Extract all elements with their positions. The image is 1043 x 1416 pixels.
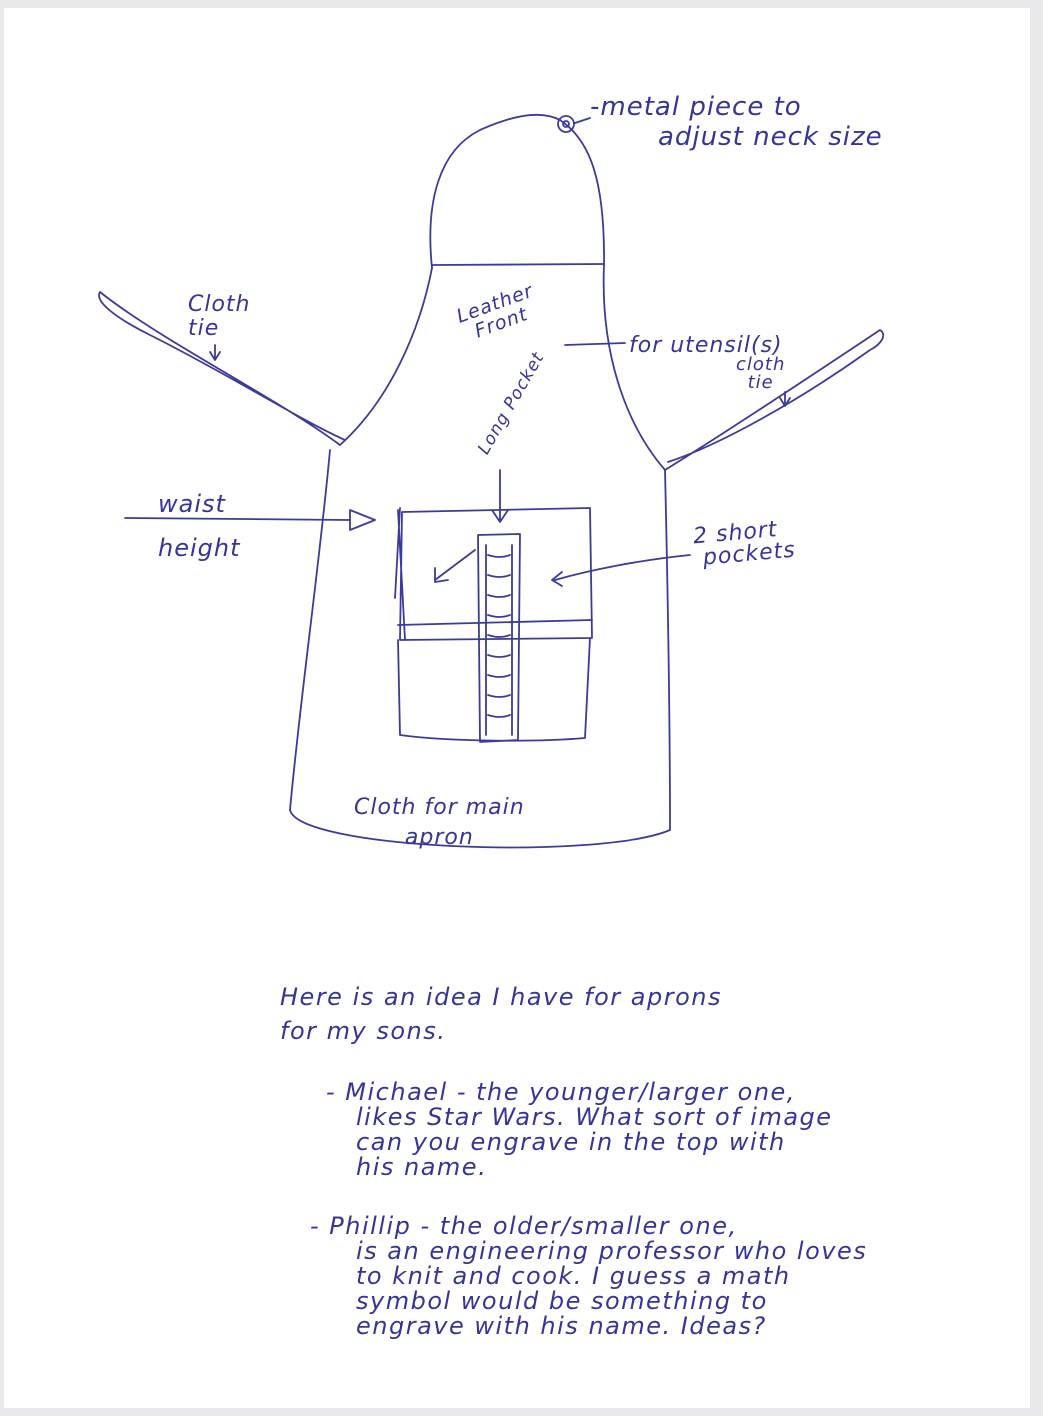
right-tie <box>664 329 885 471</box>
apron-right-side <box>664 469 671 831</box>
apron-left-side <box>289 449 331 811</box>
long-pocket <box>477 533 521 743</box>
apron-drawing <box>98 113 885 849</box>
left-tie <box>98 291 346 446</box>
label-metal-piece: -metal piece to adjust neck size <box>590 92 883 152</box>
label-for-utensils: for utensil(s) <box>629 333 783 358</box>
bib-right-side <box>602 264 666 471</box>
neck-strap <box>429 113 605 269</box>
metal-ring-icon <box>557 115 575 133</box>
short-pockets <box>394 507 593 641</box>
note-michael: - Michael - the younger/larger one, like… <box>326 1078 833 1181</box>
note-phillip: - Phillip - the older/smaller one, is an… <box>310 1212 868 1340</box>
apron-bottom <box>289 809 671 849</box>
waist-arrow <box>124 509 376 531</box>
bib-left-side <box>339 267 433 446</box>
bib-top <box>431 263 605 266</box>
